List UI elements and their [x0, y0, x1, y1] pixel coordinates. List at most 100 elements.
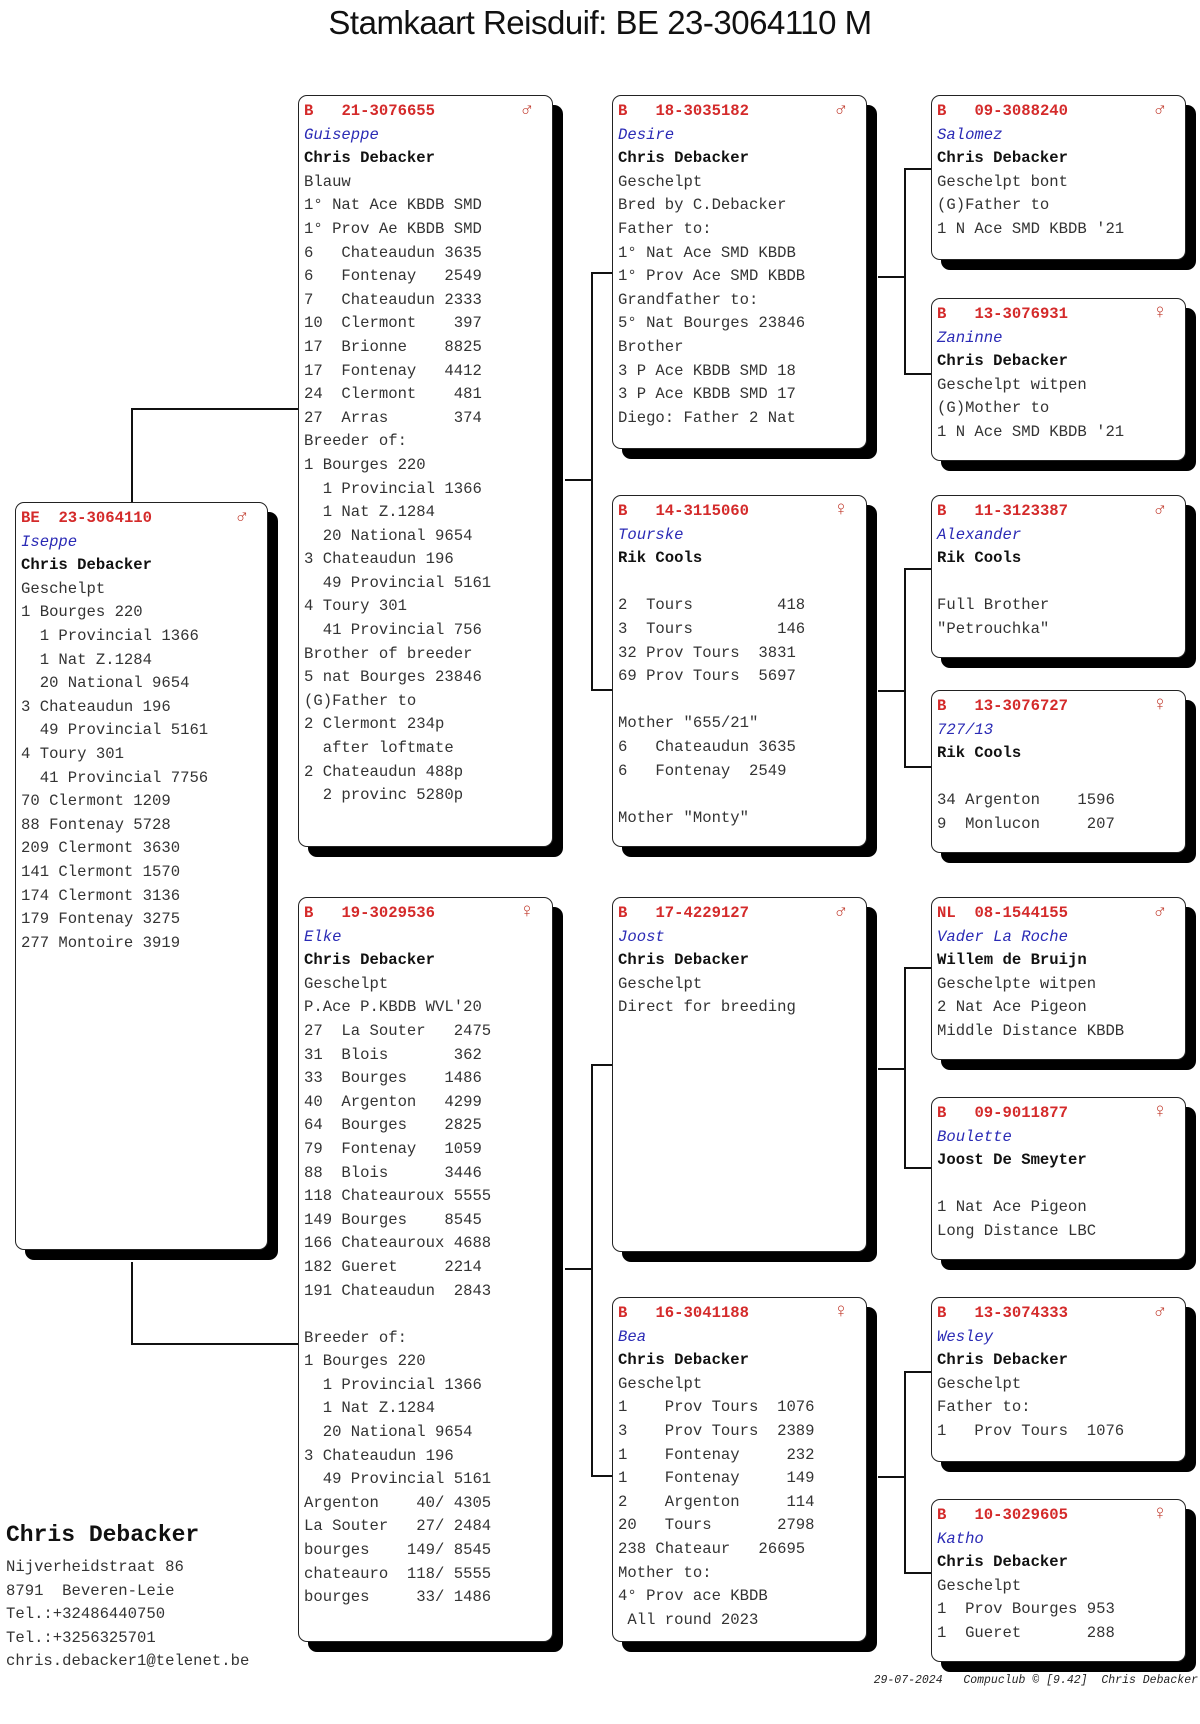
pigeon-info-line: Diego: Father 2 Nat [618, 408, 796, 427]
pigeon-owner: Chris Debacker [937, 1351, 1069, 1370]
pigeon-info-line: 1 Fontenay 232 [618, 1445, 815, 1464]
pigeon-info-line: Father to: [618, 219, 712, 238]
pigeon-name: Alexander [937, 525, 1022, 544]
male-symbol-icon: ♂ [1153, 1301, 1166, 1324]
pigeon-info-line: 6 Chateaudun 3635 [618, 737, 796, 756]
connector [878, 276, 905, 278]
connector [131, 408, 298, 410]
pigeon-info-line: 5° Nat Bourges 23846 [618, 314, 806, 333]
ring-id: 18-3035182 [655, 102, 750, 120]
connector [565, 1268, 592, 1270]
ring-id: 13-3076931 [974, 305, 1069, 323]
pigeon-info-line: (G)Father to [937, 196, 1050, 215]
country-code: B [937, 502, 947, 520]
pigeon-name: Wesley [937, 1327, 994, 1346]
pigeon-info-line: 49 Provincial 5161 [21, 721, 209, 740]
pigeon-info-line: La Souter 27/ 2484 [304, 1517, 492, 1536]
pigeon-info-line: Brother of breeder [304, 644, 473, 663]
pigeon-info-line: (G)Mother to [937, 399, 1050, 418]
pigeon-info-line: 209 Clermont 3630 [21, 839, 181, 858]
pigeon-owner: Chris Debacker [304, 149, 436, 168]
female-symbol-icon: ♀ [520, 901, 533, 924]
pigeon-info-line: 20 National 9654 [21, 674, 190, 693]
pigeon-info-line: 33 Bourges 1486 [304, 1069, 482, 1088]
female-symbol-icon: ♀ [1153, 1503, 1166, 1526]
connector [904, 1167, 931, 1169]
pigeon-info-line: Grandfather to: [618, 290, 759, 309]
connector [878, 1476, 905, 1478]
pigeon-info-line: Geschelpt witpen [937, 375, 1087, 394]
connector [904, 766, 931, 768]
pigeon-info-line: 1 Fontenay 149 [618, 1469, 815, 1488]
country-code: B [937, 305, 947, 323]
ring-number: B 16-3041188♀ [618, 1302, 861, 1326]
pigeon-info-line: 1 Prov Tours 1076 [618, 1398, 815, 1417]
pigeon-info-line: 1° Prov Ae KBDB SMD [304, 219, 482, 238]
pigeon-info-line: 1 Provincial 1366 [304, 1375, 482, 1394]
pigeon-info-line [937, 1173, 1180, 1197]
country-code: B [618, 1304, 628, 1322]
footer-city: 8791 Beveren-Leie [6, 1581, 175, 1600]
pigeon-info-line: 70 Clermont 1209 [21, 792, 171, 811]
pigeon-info-line: 69 Prov Tours 5697 [618, 667, 796, 686]
pigeon-owner: Chris Debacker [304, 951, 436, 970]
ring-number: B 17-4229127♂ [618, 902, 861, 926]
software-label: Compuclub © [9.42] [963, 1674, 1088, 1687]
pigeon-info-line: Geschelpt [937, 1374, 1022, 1393]
pigeon-info-line: 2 Tours 418 [618, 596, 806, 615]
pigeon-info-line: Bred by C.Debacker [618, 196, 787, 215]
pigeon-owner: Chris Debacker [618, 1351, 750, 1370]
ring-number: B 11-3123387♂ [937, 500, 1180, 524]
pigeon-info-line: Geschelpt [618, 974, 703, 993]
pigeon-info-line: chateauro 118/ 5555 [304, 1564, 492, 1583]
pigeon-info-line: Geschelpt [304, 974, 389, 993]
pigeon-info-line: All round 2023 [618, 1610, 759, 1629]
pigeon-info-line: Geschelpt [937, 1576, 1022, 1595]
pigeon-info-line: 1 Prov Tours 1076 [937, 1421, 1125, 1440]
pigeon-info-line: 238 Chateaur 26695 [618, 1539, 806, 1558]
pigeon-info-line: 3 Tours 146 [618, 619, 806, 638]
printed-by: Chris Debacker [1101, 1674, 1198, 1687]
ring-id: 21-3076655 [341, 102, 436, 120]
pigeon-info-line: 149 Bourges 8545 [304, 1210, 482, 1229]
pigeon-info-line: 1° Nat Ace KBDB SMD [304, 196, 482, 215]
ring-id: 13-3076727 [974, 697, 1069, 715]
country-code: B [304, 102, 314, 120]
pigeon-info-line: 174 Clermont 3136 [21, 886, 181, 905]
pigeon-info-line: 88 Fontenay 5728 [21, 815, 171, 834]
pigeon-owner: Rik Cools [618, 549, 703, 568]
pigeon-info-line: 4 Toury 301 [304, 597, 407, 616]
pigeon-info-line: 3 P Ace KBDB SMD 18 [618, 361, 796, 380]
pigeon-name: Zaninne [937, 328, 1003, 347]
pigeon-info-line: (G)Father to [304, 691, 417, 710]
ring-id: 16-3041188 [655, 1304, 750, 1322]
pigeon-info-line: 4 Toury 301 [21, 744, 124, 763]
pigeon-info-line: 2 Clermont 234p [304, 715, 445, 734]
pigeon-info-line: 17 Brionne 8825 [304, 337, 482, 356]
pigeon-info-line: 1 Nat Z.1284 [304, 1399, 436, 1418]
ring-number: B 09-9011877♀ [937, 1102, 1180, 1126]
ring-id: 23-3064110 [58, 509, 153, 527]
pigeon-info-line: Full Brother [937, 596, 1050, 615]
male-symbol-icon: ♂ [1153, 499, 1166, 522]
footer-email[interactable]: chris.debacker1@telenet.be [6, 1652, 250, 1671]
pigeon-info-line: 1 Nat Z.1284 [21, 650, 153, 669]
pigeon-info-line: Geschelpt [618, 1374, 703, 1393]
pigeon-info-line: 1° Nat Ace SMD KBDB [618, 243, 796, 262]
connector [591, 272, 593, 690]
